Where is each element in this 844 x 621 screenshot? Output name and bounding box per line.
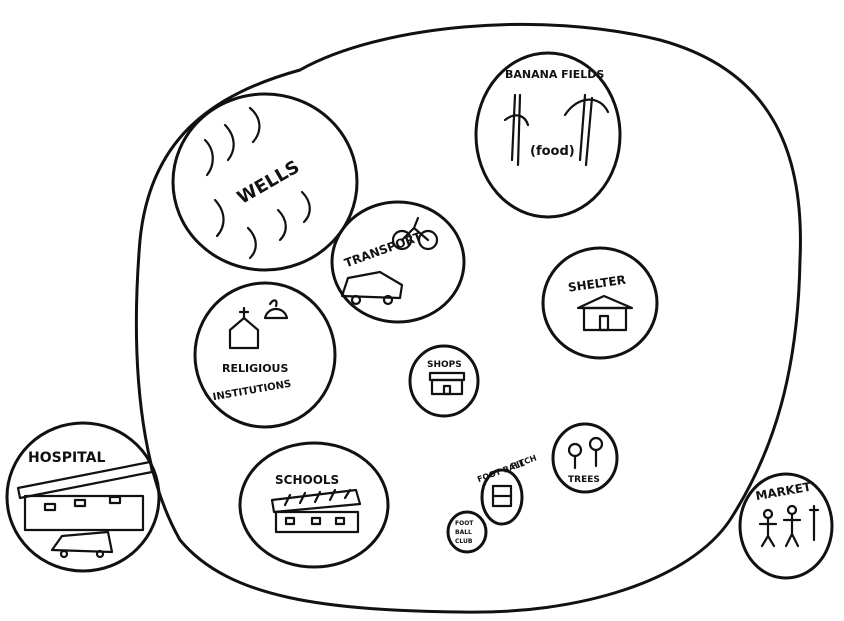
trees-label: TREES	[568, 475, 600, 485]
tree-icon	[569, 438, 602, 468]
schools-label: SCHOOLS	[275, 473, 339, 487]
football-club-label-3: CLUB	[455, 538, 473, 545]
hospital-building-icon	[18, 462, 152, 530]
transport-circle: TRANSPORT	[332, 202, 464, 322]
shops-label: SHOPS	[427, 360, 462, 370]
car-icon	[342, 272, 402, 304]
house-icon	[578, 296, 632, 330]
banana-note: (food)	[530, 144, 575, 159]
football-pitch-label-2: PITCH	[510, 453, 538, 471]
shop-icon	[430, 373, 464, 394]
transport-label: TRANSPORT	[342, 229, 424, 270]
market-circle: MARKET	[740, 474, 832, 578]
ambulance-icon	[52, 532, 112, 557]
hospital-circle: HOSPITAL	[7, 423, 159, 571]
religious-institutions-circle: RELIGIOUS INSTITUTIONS	[195, 283, 335, 427]
hospital-label: HOSPITAL	[28, 450, 105, 466]
people-icon	[760, 506, 818, 546]
wells-circle: WELLS	[173, 94, 357, 270]
schools-circle: SCHOOLS	[240, 443, 388, 567]
shelter-circle: SHELTER	[543, 248, 657, 358]
market-label: MARKET	[755, 480, 814, 504]
banana-fields-circle: BANANA FIELDS (food)	[476, 53, 620, 217]
football-club-label-1: FOOT	[455, 520, 474, 527]
trees-circle: TREES	[553, 424, 617, 492]
shops-circle: SHOPS	[410, 346, 478, 416]
church-icon	[230, 308, 258, 348]
shelter-label: SHELTER	[567, 273, 627, 295]
wells-label: WELLS	[234, 157, 303, 209]
religious-label-2: INSTITUTIONS	[212, 379, 292, 404]
religious-label-1: RELIGIOUS	[222, 362, 288, 375]
banana-fields-label: BANANA FIELDS	[505, 68, 604, 81]
football-pitch-circle: FOOT BALL PITCH	[476, 453, 538, 524]
mosque-icon	[265, 300, 287, 318]
football-club-label-2: BALL	[455, 529, 472, 536]
pitch-icon	[493, 486, 511, 506]
football-club-circle: FOOT BALL CLUB	[448, 512, 486, 552]
school-building-icon	[272, 490, 360, 532]
